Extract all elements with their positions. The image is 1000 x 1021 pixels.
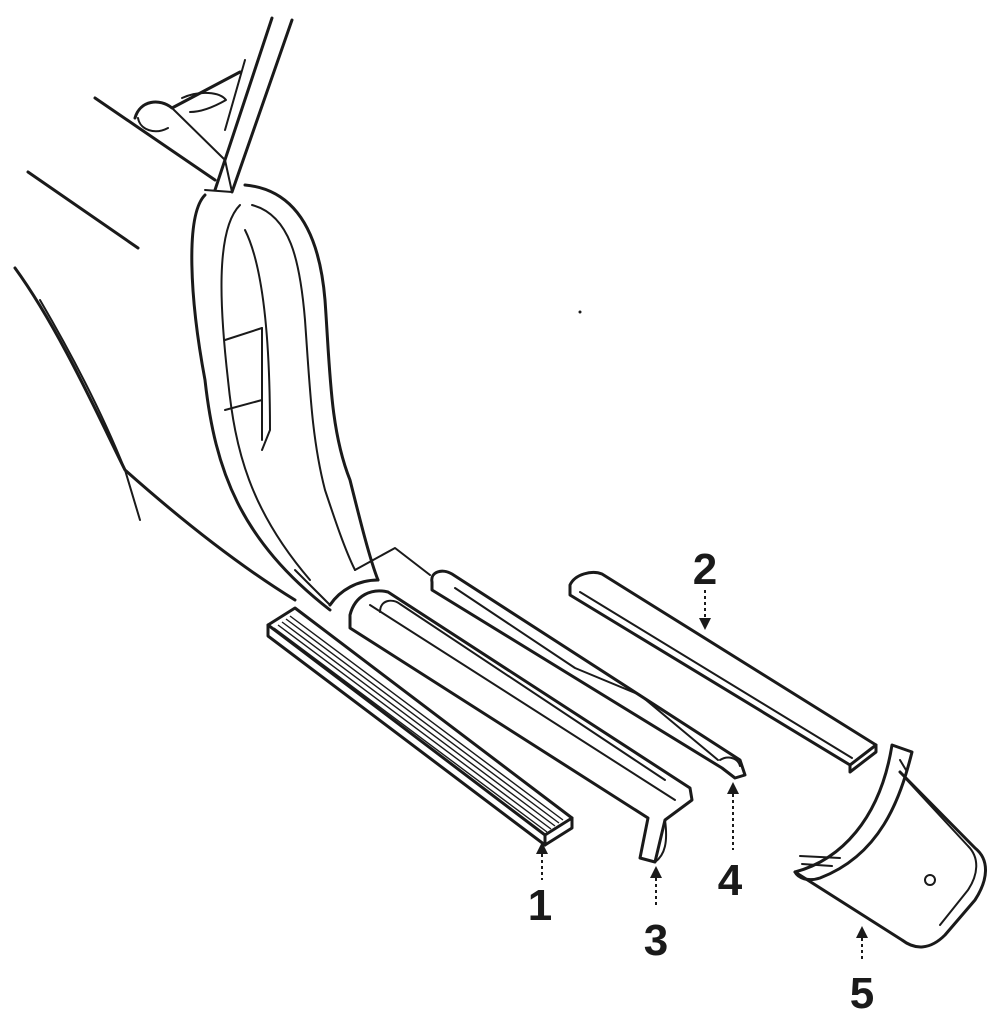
callout-5: 5 <box>850 969 874 1018</box>
leader-lines <box>536 590 868 962</box>
arrow-2 <box>699 618 711 630</box>
arrow-5 <box>856 926 868 938</box>
part-1-scuff-plate <box>266 606 574 847</box>
callout-2: 2 <box>693 545 717 594</box>
callout-3: 3 <box>644 916 668 965</box>
arrow-1 <box>536 842 548 854</box>
stray-dot <box>578 310 582 314</box>
part-3-sill-molding <box>348 589 694 864</box>
part-2-sill-plate <box>568 570 878 774</box>
callout-4: 4 <box>718 856 743 905</box>
door-pillar <box>190 183 431 612</box>
arrow-3 <box>650 866 662 878</box>
part-5-kick-panel <box>793 743 987 949</box>
arrow-4 <box>727 782 739 794</box>
body-side-panel <box>13 16 297 602</box>
callouts: 1 2 3 4 5 <box>528 545 874 1018</box>
part-4-trim-strip <box>430 569 747 780</box>
callout-1: 1 <box>528 881 552 930</box>
